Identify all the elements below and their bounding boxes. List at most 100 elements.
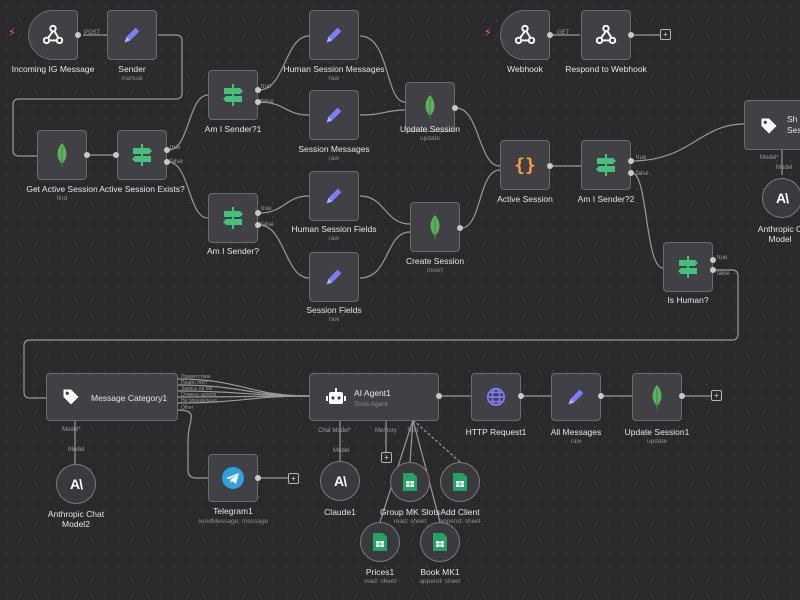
sheets-icon	[391, 463, 429, 501]
add-memory-button[interactable]: +	[381, 452, 392, 463]
output-port[interactable]	[518, 393, 524, 399]
node-title: Add Client	[440, 507, 480, 517]
output-port[interactable]	[255, 87, 261, 93]
node-update-session-1[interactable]	[632, 373, 682, 421]
switch-icon	[209, 71, 257, 119]
webhook-icon	[29, 11, 77, 59]
output-port[interactable]	[547, 163, 553, 169]
node-message-category[interactable]: Message Category1	[46, 373, 178, 421]
node-am-i-sender-1[interactable]	[208, 70, 258, 120]
output-port[interactable]	[255, 210, 261, 216]
output-port[interactable]	[547, 32, 553, 38]
node-anthropic-right[interactable]: A\	[762, 178, 800, 218]
port-false: false	[261, 99, 274, 105]
add-node-button[interactable]: +	[288, 473, 299, 484]
node-title: Claude1	[324, 507, 356, 517]
output-port[interactable]	[628, 158, 634, 164]
anthropic-icon: A\	[334, 473, 347, 489]
sheets-icon	[361, 523, 399, 561]
output-port[interactable]	[457, 225, 463, 231]
node-sender[interactable]	[107, 10, 157, 60]
node-subtitle: update	[420, 135, 440, 142]
node-group-mk-slots[interactable]	[390, 462, 430, 502]
node-title: Am I Sender?1	[204, 124, 262, 134]
edge-label: Model	[333, 448, 350, 454]
output-port[interactable]	[710, 267, 716, 273]
node-claude[interactable]: A\	[320, 461, 360, 501]
node-book-mk[interactable]	[420, 522, 460, 562]
output-port[interactable]	[255, 222, 261, 228]
category-output: Не определено	[181, 398, 217, 404]
node-webhook[interactable]	[500, 10, 550, 60]
category-output: Прайс-лист	[181, 380, 208, 386]
sheets-icon	[421, 523, 459, 561]
node-title: Webhook	[507, 64, 543, 74]
node-title: Sh Sess	[787, 114, 800, 135]
node-title: Get Active Session	[26, 184, 98, 194]
node-title: Active Session	[497, 194, 553, 204]
node-title: Respond to Webhook	[565, 64, 647, 74]
output-port[interactable]	[255, 475, 261, 481]
trigger-bolt-icon: ⚡	[484, 27, 492, 39]
node-telegram[interactable]	[208, 454, 258, 502]
output-port[interactable]	[628, 32, 634, 38]
node-title: Session Messages	[298, 144, 370, 154]
node-anthropic-chat-model-2[interactable]: A\	[56, 464, 96, 504]
node-create-session[interactable]	[410, 202, 460, 252]
output-port[interactable]	[628, 170, 634, 176]
node-incoming-ig-message[interactable]	[28, 10, 78, 60]
pen-icon	[552, 374, 600, 420]
node-sh-session[interactable]: Sh Sess	[744, 100, 800, 150]
node-is-human[interactable]	[663, 242, 713, 292]
node-title: Am I Sender?	[207, 246, 259, 256]
pen-icon	[310, 172, 358, 220]
node-title: Is Human?	[667, 295, 709, 305]
node-active-session[interactable]: {}	[500, 140, 550, 190]
node-am-i-sender-2[interactable]	[581, 140, 631, 190]
node-title: All Messages	[550, 427, 602, 437]
port-tool: Tool	[407, 428, 419, 434]
output-port[interactable]	[164, 147, 170, 153]
output-port[interactable]	[75, 32, 81, 38]
output-port[interactable]	[679, 393, 685, 399]
output-port[interactable]	[84, 152, 90, 158]
output-port[interactable]	[598, 393, 604, 399]
sheets-icon	[441, 463, 479, 501]
node-session-fields[interactable]	[309, 252, 359, 302]
node-human-session-messages[interactable]	[309, 10, 359, 60]
node-human-session-fields[interactable]	[309, 171, 359, 221]
node-am-i-sender[interactable]	[208, 193, 258, 243]
node-title: Am I Sender?2	[577, 194, 635, 204]
node-all-messages[interactable]	[551, 373, 601, 421]
node-prices[interactable]	[360, 522, 400, 562]
pen-icon	[310, 253, 358, 301]
port-false: false	[261, 222, 274, 228]
mongo-leaf-icon	[406, 83, 454, 131]
add-node-button[interactable]: +	[660, 29, 671, 40]
node-ai-agent[interactable]: AI Agent1 Tools Agent	[309, 373, 439, 421]
node-active-session-exists[interactable]	[117, 130, 167, 180]
node-title: Create Session	[405, 256, 465, 266]
node-http-request[interactable]	[471, 373, 521, 421]
telegram-icon	[209, 455, 257, 501]
output-port[interactable]	[710, 257, 716, 263]
output-port[interactable]	[255, 99, 261, 105]
input-port[interactable]	[113, 152, 119, 158]
node-title: Active Session Exists?	[99, 184, 185, 194]
output-port[interactable]	[452, 105, 458, 111]
node-get-active-session[interactable]	[37, 130, 87, 180]
pen-icon	[310, 91, 358, 139]
node-respond-to-webhook[interactable]	[581, 10, 631, 60]
node-title: Incoming IG Message	[11, 64, 95, 74]
node-subtitle: raw	[328, 235, 340, 242]
output-port[interactable]	[164, 159, 170, 165]
port-true: true	[717, 255, 728, 261]
add-node-button[interactable]: +	[711, 390, 722, 401]
node-session-messages[interactable]	[309, 90, 359, 140]
node-add-client[interactable]	[440, 462, 480, 502]
output-port[interactable]	[436, 393, 442, 399]
node-title: Session Fields	[306, 305, 362, 315]
webhook-icon	[582, 11, 630, 59]
node-title: Anthropic Chat Model2	[47, 509, 105, 529]
